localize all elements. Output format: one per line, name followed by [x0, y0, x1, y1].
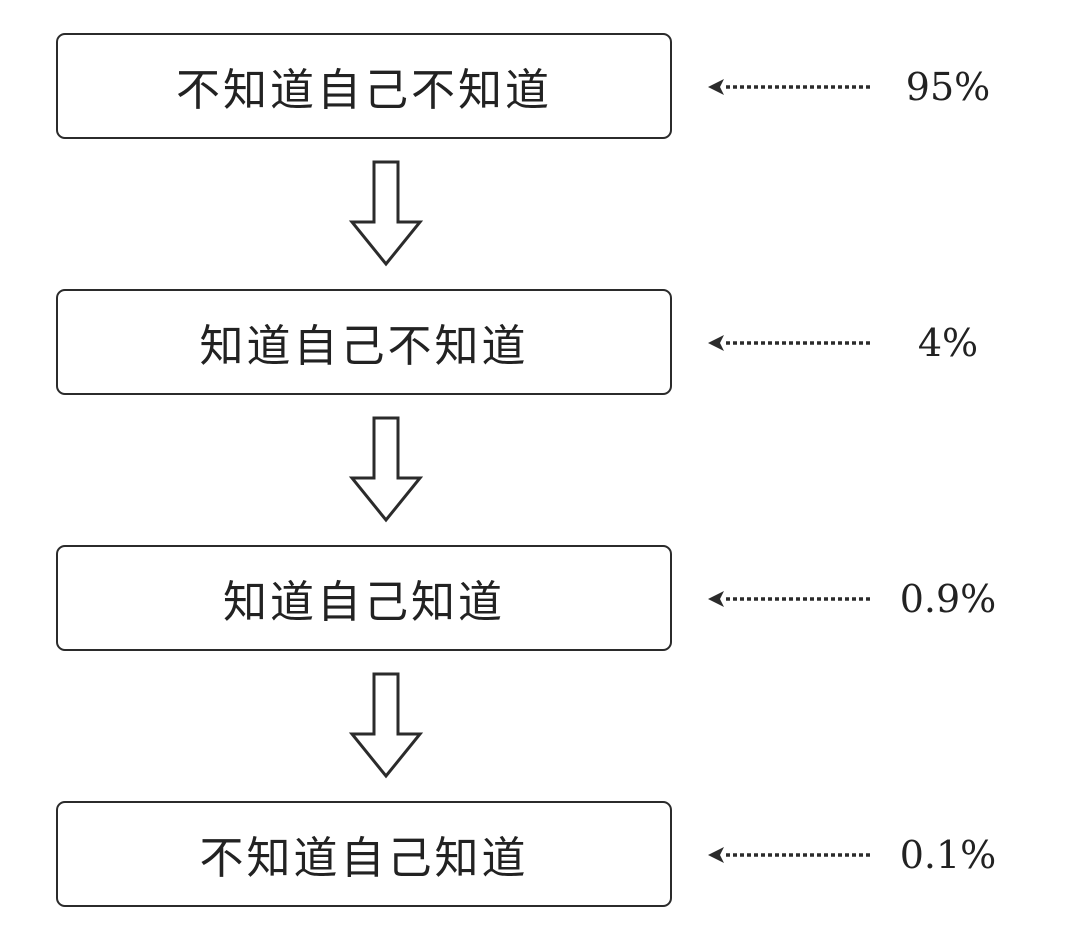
level-box-3: 知道自己知道 [56, 545, 672, 651]
level-label-4: 不知道自己知道 [199, 833, 529, 884]
dotted-left-arrow-icon [708, 79, 870, 95]
level-label-2: 知道自己不知道 [199, 321, 529, 372]
dotted-left-arrow-icon [708, 591, 870, 607]
level-percent-3: 0.9% [899, 577, 997, 621]
level-label-3: 知道自己知道 [223, 577, 505, 628]
dotted-left-arrow-icon [708, 847, 870, 863]
level-box-1: 不知道自己不知道 [56, 33, 672, 139]
level-label-1: 不知道自己不知道 [176, 65, 552, 116]
level-percent-2: 4% [917, 321, 979, 365]
level-box-2: 知道自己不知道 [56, 289, 672, 395]
down-arrow-icon [348, 672, 424, 779]
down-arrow-icon [348, 160, 424, 267]
down-arrow-icon [348, 416, 424, 523]
level-percent-4: 0.1% [899, 833, 997, 877]
level-percent-1: 95% [905, 65, 991, 109]
dotted-left-arrow-icon [708, 335, 870, 351]
level-box-4: 不知道自己知道 [56, 801, 672, 907]
